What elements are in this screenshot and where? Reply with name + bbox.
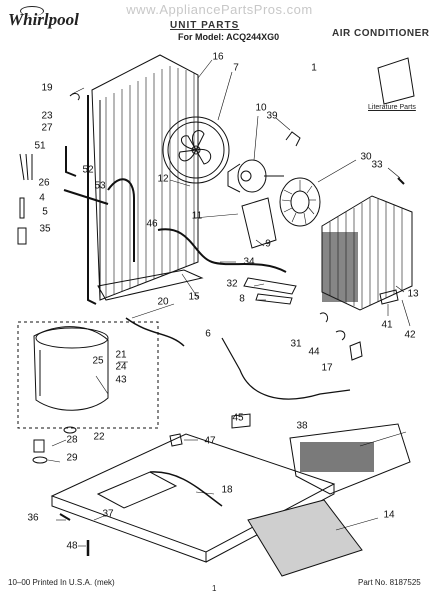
callout: 18	[221, 484, 233, 496]
callout: 22	[93, 431, 105, 443]
compressor	[17, 321, 159, 429]
callout: 21	[115, 349, 127, 361]
screw-36	[59, 513, 71, 521]
part-4	[19, 197, 25, 219]
part-19	[69, 93, 80, 101]
callout: 44	[308, 346, 320, 358]
callout: 46	[146, 218, 158, 230]
print-info: 10–00 Printed In U.S.A. (mek)	[8, 578, 115, 587]
blower-shroud	[289, 423, 411, 495]
model-number: For Model: ACQ244XG0	[178, 32, 280, 42]
callout: 27	[41, 122, 53, 134]
callout: 25	[92, 355, 104, 367]
callout: 9	[265, 238, 271, 250]
callout: 1	[311, 62, 317, 74]
callout: 33	[371, 159, 383, 171]
evaporator-coil	[321, 195, 413, 311]
callout: 14	[383, 509, 395, 521]
callout: 53	[94, 180, 106, 192]
part-41	[379, 289, 399, 305]
watermark: www.AppliancePartsPros.com	[126, 2, 313, 17]
category-title: AIR CONDITIONER	[332, 28, 430, 39]
part-8	[255, 293, 293, 305]
clip-31	[319, 312, 329, 323]
tube-53	[63, 189, 109, 205]
tube-27	[65, 146, 77, 177]
callout: 12	[157, 173, 169, 185]
callout: 6	[205, 328, 211, 340]
callout: 35	[39, 223, 51, 235]
fan-motor	[227, 159, 284, 193]
callout: 51	[34, 140, 46, 152]
page-number: 1	[212, 584, 217, 593]
part-number: Part No. 8187525	[358, 578, 421, 587]
callout: 15	[188, 291, 200, 303]
callout: 38	[296, 420, 308, 432]
callout: 23	[41, 110, 53, 122]
callout: 11	[191, 210, 203, 222]
callout: 34	[243, 256, 255, 268]
literature-parts-label: Literature Parts	[368, 104, 416, 111]
callout: 13	[407, 288, 419, 300]
part-35	[17, 227, 27, 245]
page-title: UNIT PARTS	[170, 20, 240, 31]
wire-51	[19, 153, 33, 181]
callout: 8	[239, 293, 245, 305]
callout: 47	[204, 435, 216, 447]
callout: 26	[38, 177, 50, 189]
callout: 43	[115, 374, 127, 386]
callout: 32	[226, 278, 238, 290]
callout: 39	[266, 110, 278, 122]
clip-44	[335, 330, 346, 341]
brand-logo: Whirlpool	[8, 10, 79, 29]
air-filter	[247, 499, 363, 577]
capacitor-32	[243, 277, 297, 295]
callout: 36	[27, 512, 39, 524]
callout: 20	[157, 296, 169, 308]
callout: 17	[321, 362, 333, 374]
harness-20	[125, 317, 185, 347]
callout: 7	[233, 62, 239, 74]
callout: 5	[42, 206, 48, 218]
part-17	[349, 341, 363, 361]
washer-29	[32, 456, 48, 464]
sleeve-28	[33, 439, 45, 453]
tube-15	[97, 269, 204, 301]
callout: 52	[82, 164, 94, 176]
brand-logo-arc	[20, 6, 44, 16]
fan-blade	[162, 116, 230, 184]
callout: 4	[39, 192, 45, 204]
callout: 31	[290, 338, 302, 350]
part-47	[169, 433, 183, 447]
wire-6	[221, 337, 351, 400]
callout: 19	[41, 82, 53, 94]
callout: 42	[404, 329, 416, 341]
literature-booklet	[377, 57, 415, 105]
callout: 16	[212, 51, 224, 63]
blower-wheel	[279, 177, 321, 227]
callout: 10	[255, 102, 267, 114]
callout: 30	[360, 151, 372, 163]
tube-46	[107, 178, 135, 262]
screw-33	[397, 177, 405, 185]
condenser-coil	[87, 54, 199, 305]
base-pan	[50, 433, 336, 563]
callout: 41	[381, 319, 393, 331]
tube-34	[157, 228, 287, 273]
grommet-22	[63, 426, 77, 434]
motor-mount	[241, 197, 277, 249]
part-45	[231, 413, 251, 429]
callout: 48	[66, 540, 78, 552]
clip-39	[285, 131, 301, 147]
callout: 29	[66, 452, 78, 464]
callout: 45	[232, 412, 244, 424]
callout: 24	[115, 361, 127, 373]
callout: 37	[102, 508, 114, 520]
callout: 28	[66, 434, 78, 446]
